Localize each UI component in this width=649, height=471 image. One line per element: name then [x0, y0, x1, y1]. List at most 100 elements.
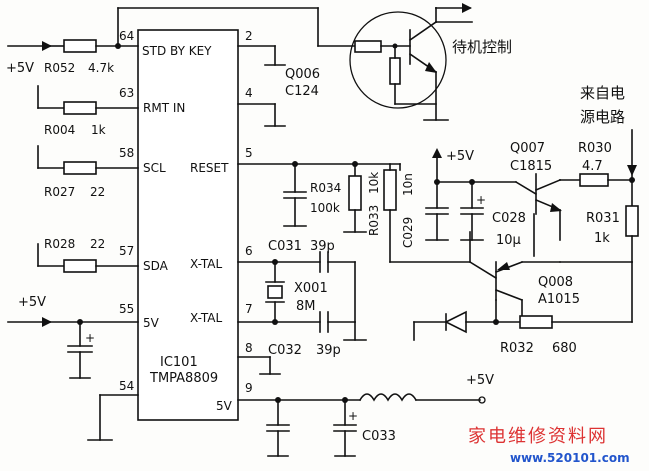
pin57-num: 57: [119, 244, 134, 258]
arrow-icon: [462, 3, 472, 13]
r004-value: 1k: [91, 123, 106, 137]
arrow-icon: [42, 317, 52, 327]
pin55-num: 55: [119, 302, 134, 316]
power-input-circuit: R030 4.7 R031 1k 来自电 源电路: [559, 84, 639, 263]
r033-value: 10k: [367, 172, 381, 194]
r027-ref: R027: [44, 185, 75, 199]
q007-supply-circuit: +5V + C028 10μ: [425, 148, 526, 248]
c031-ref: C031: [268, 239, 302, 254]
pin6-num: 6: [245, 244, 253, 258]
pin58-num: 58: [119, 146, 134, 160]
r031-resistor: [625, 205, 639, 237]
pin54-num: 54: [119, 379, 134, 393]
diode-icon: [444, 310, 467, 334]
r004-ref: R004: [44, 123, 75, 137]
x001-crystal: [267, 285, 283, 299]
r027-value: 22: [90, 185, 105, 199]
r027-resistor: [63, 161, 97, 175]
svg-text:+: +: [476, 193, 486, 207]
arrow-icon: [42, 41, 52, 51]
pin4-num: 4: [245, 86, 253, 100]
pin58-name: SCL: [143, 161, 166, 175]
pin64-name: STD BY KEY: [142, 44, 212, 58]
r032-value: 680: [552, 341, 577, 356]
r031-ref: R031: [586, 211, 620, 226]
q007-ref: Q007: [510, 141, 545, 156]
supply-5v-bottom: +5V: [466, 373, 494, 388]
pin63-name: RMT IN: [143, 101, 185, 115]
pin4-circuit: [237, 103, 286, 127]
q006-transistor: Q006 C124: [285, 3, 473, 121]
pin2-num: 2: [245, 29, 253, 43]
c029-value: 10n: [401, 173, 415, 196]
c032-ref: C032: [268, 343, 302, 358]
supply-5v-left: +5V: [18, 295, 46, 310]
q007-transistor: Q007 C1815: [510, 141, 581, 257]
watermark-url: www.520101.com: [510, 451, 630, 465]
inductor-icon: [358, 393, 418, 402]
q008-ref: Q008: [538, 275, 573, 290]
q008-part: A1015: [538, 292, 580, 307]
pin8-circuit: [237, 356, 281, 375]
q007-part: C1815: [510, 159, 552, 174]
x001-ref: X001: [294, 281, 328, 296]
r028-value: 22: [90, 237, 105, 251]
svg-text:+: +: [348, 409, 358, 423]
r052-ref: R052: [44, 61, 75, 75]
arrow-icon: [627, 165, 637, 176]
pin58-circuit: R027 22: [37, 145, 139, 199]
c032-value: 39p: [316, 343, 341, 358]
q006-part: C124: [285, 84, 319, 99]
pin6-name: X-TAL: [190, 257, 222, 271]
r028-resistor: [63, 259, 97, 273]
q006-ref: Q006: [285, 67, 320, 82]
c029-ref: C029: [401, 217, 415, 248]
arrow-icon: [432, 148, 442, 158]
r030-value: 4.7: [582, 159, 603, 174]
c033-ref: C033: [362, 429, 396, 444]
q008-transistor: Q008 A1015: [468, 260, 580, 323]
pin2-circuit: [237, 45, 286, 66]
supply-5v-top: +5V: [6, 61, 34, 76]
c028-ref: C028: [492, 211, 526, 226]
r052-value: 4.7k: [88, 61, 114, 75]
pin9-name: 5V: [216, 399, 233, 413]
ic-part: TMPA8809: [149, 371, 218, 386]
supply-5v-mid: +5V: [446, 149, 474, 164]
r032-diode-circuit: R032 680: [413, 261, 633, 356]
standby-label: 待机控制: [452, 38, 512, 56]
pin55-name: 5V: [143, 316, 160, 330]
pin54-circuit: [87, 394, 139, 441]
pin64-num: 64: [119, 29, 134, 43]
pin55-circuit: + +5V: [7, 295, 139, 379]
pin5-name: RESET: [190, 161, 229, 175]
r032-resistor: [519, 315, 553, 329]
c031-value: 39p: [310, 239, 335, 254]
pin57-circuit: R028 22: [37, 237, 139, 273]
r031-value: 1k: [594, 231, 610, 246]
pin7-num: 7: [245, 302, 253, 316]
pin64-circuit: +5V R052 4.7k: [6, 7, 356, 76]
watermark-title: 家电维修资料网: [468, 426, 608, 447]
r028-ref: R028: [44, 237, 75, 251]
reset-circuit: R034 100k R033 10k C029 10n: [237, 161, 471, 263]
crystal-circuit: C031 39p X001 8M C032 39p: [237, 239, 367, 358]
pin7-name: X-TAL: [190, 311, 222, 325]
r034-resistor: [348, 175, 362, 211]
pin57-name: SDA: [143, 259, 169, 273]
pin63-num: 63: [119, 86, 134, 100]
pin9-circuit: + C033 +5V: [237, 373, 494, 457]
r004-resistor: [63, 101, 97, 115]
r030-ref: R030: [578, 141, 612, 156]
r030-resistor: [579, 173, 609, 187]
pin63-circuit: R004 1k: [37, 85, 139, 137]
pin9-num: 9: [245, 381, 253, 395]
r034-ref: R034: [310, 181, 341, 195]
r033-ref: R033: [367, 205, 381, 236]
from-power-label-1: 来自电: [580, 84, 625, 102]
pin8-num: 8: [245, 341, 253, 355]
pin5-num: 5: [245, 146, 253, 160]
x001-value: 8M: [296, 299, 316, 314]
r052-resistor: [63, 39, 97, 53]
